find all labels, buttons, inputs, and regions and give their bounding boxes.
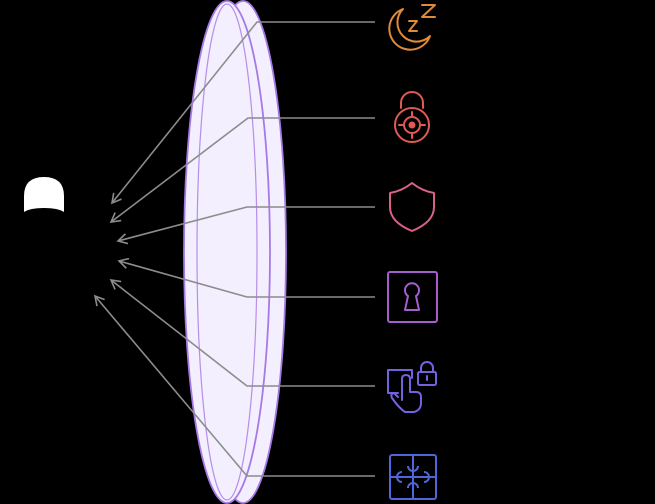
connector-arrow bbox=[93, 294, 375, 477]
user-silhouette-icon bbox=[24, 177, 64, 212]
keyhole-icon bbox=[387, 271, 438, 323]
lens bbox=[183, 0, 287, 504]
puzzle-icon bbox=[389, 454, 437, 500]
connector-arrow bbox=[116, 206, 375, 245]
connectors bbox=[93, 21, 375, 477]
connector-arrow bbox=[117, 257, 375, 298]
connector-arrow bbox=[109, 117, 375, 223]
padlock-target-icon bbox=[394, 91, 430, 143]
lens-front-plate bbox=[183, 0, 271, 504]
sleep-moon-icon bbox=[388, 4, 436, 51]
connector-arrow bbox=[110, 21, 375, 205]
connector-arrow bbox=[109, 278, 375, 387]
shield-icon bbox=[389, 182, 435, 232]
touch-lock-icon bbox=[387, 361, 437, 413]
lens-inner-ring bbox=[196, 3, 258, 501]
